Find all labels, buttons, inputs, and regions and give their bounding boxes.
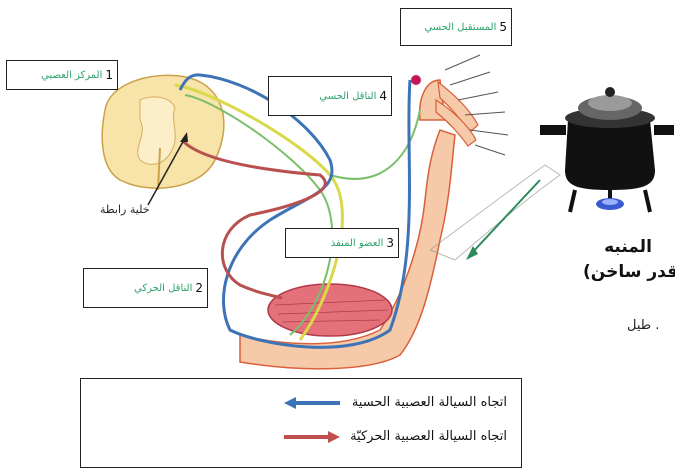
label-text: المستقبل الحسي [424,22,496,33]
label-text: العضو المنفذ [331,238,384,249]
legend: اتجاه السيالة العصبية الحسية اتجاه السيا… [80,378,522,468]
label-motor-neuron: 2 الناقل الحركي [83,268,208,308]
legend-sensory-text: اتجاه السيالة العصبية الحسية [352,395,507,410]
label-number: 1 [105,68,113,82]
sensory-receptor [411,75,421,85]
label-number: 3 [386,236,394,250]
label-nerve-center: 1 المركز العصبي [6,60,118,90]
label-number: 4 [379,89,387,103]
legend-motor-arrow [282,430,340,444]
withdrawal-arrow [470,180,540,255]
label-text: الناقل الحركي [134,283,192,294]
legend-sensory-arrow [284,396,342,410]
label-sensory-neuron: 4 الناقل الحسي [268,76,392,116]
legend-motor-text: اتجاه السيالة العصبية الحركيّة [350,429,507,444]
connector-pointer [140,130,200,210]
label-sensory-receptor: 5 المستقبل الحسي [400,8,512,46]
label-text: المركز العصبي [41,70,102,81]
label-effector: 3 العضو المنفذ [285,228,399,258]
muscle [268,284,392,336]
text-fragment: طيل . [627,318,659,333]
stimulus-subtitle: (قدر ساخن) [583,262,675,282]
label-number: 2 [195,281,203,295]
stimulus-title: المنبه [593,237,663,257]
label-text: الناقل الحسي [319,91,376,102]
legend-motor: اتجاه السيالة العصبية الحركيّة [282,429,507,444]
legend-sensory: اتجاه السيالة العصبية الحسية [284,395,507,410]
label-number: 5 [499,20,507,34]
hot-pot [540,87,674,212]
